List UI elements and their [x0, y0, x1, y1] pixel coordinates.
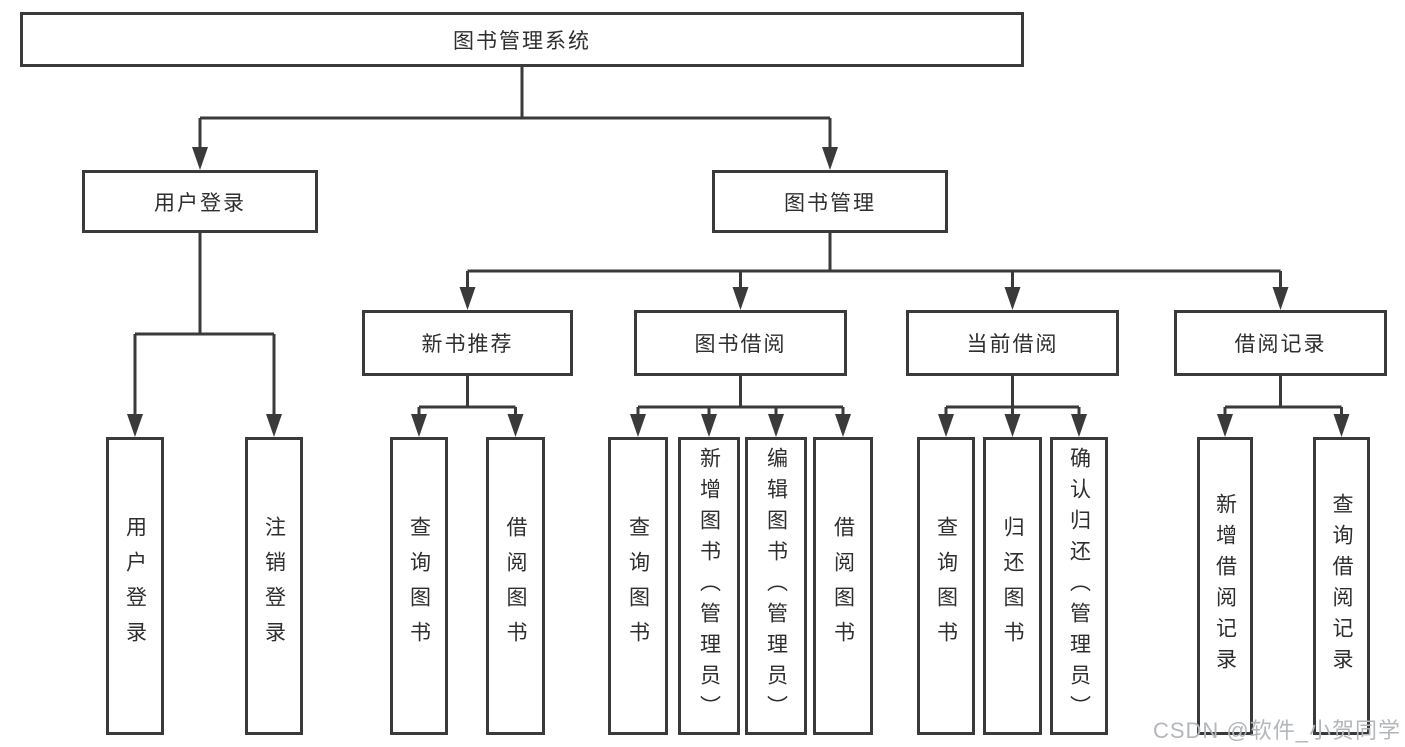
node-book-borrow-label: 图书借阅 — [694, 333, 787, 356]
connector-root-to-level2 — [198, 67, 832, 152]
leaf-borrow-borrow-books-label: 借阅图书 — [831, 516, 855, 656]
leaf-borrow-query-books: 查询图书 — [608, 437, 668, 735]
leaf-borrow-add-books-admin-label: 新增图书（管理员） — [697, 446, 721, 726]
leaf-borrow-edit-books-admin: 编辑图书（管理员） — [745, 437, 807, 735]
node-book-management: 图书管理 — [712, 170, 948, 233]
leaf-logout-login: 注销登录 — [245, 437, 303, 735]
leaf-record-query-borrow-record: 查询借阅记录 — [1313, 437, 1370, 735]
leaf-current-confirm-return-admin-label: 确认归还（管理员） — [1067, 446, 1091, 726]
node-book-management-label: 图书管理 — [784, 191, 876, 215]
node-current-borrow: 当前借阅 — [906, 310, 1119, 376]
connector-book-management-children — [466, 233, 1282, 292]
node-new-book-recommend: 新书推荐 — [362, 310, 573, 376]
node-user-login: 用户登录 — [82, 170, 318, 233]
leaf-borrow-borrow-books: 借阅图书 — [813, 437, 873, 735]
leaf-borrow-edit-books-admin-label: 编辑图书（管理员） — [764, 446, 788, 726]
connector-borrow-record-children — [1223, 376, 1343, 419]
leaf-current-confirm-return-admin: 确认归还（管理员） — [1050, 437, 1108, 735]
connector-book-borrow-children — [636, 376, 845, 419]
node-borrow-record-label: 借阅记录 — [1234, 333, 1327, 356]
leaf-recommend-query-books-label: 查询图书 — [407, 516, 431, 656]
leaf-borrow-add-books-admin: 新增图书（管理员） — [678, 437, 740, 735]
leaf-record-add-borrow-record: 新增借阅记录 — [1197, 437, 1253, 735]
node-current-borrow-label: 当前借阅 — [966, 333, 1059, 356]
leaf-user-login-label: 用户登录 — [123, 516, 147, 656]
node-borrow-record: 借阅记录 — [1174, 310, 1387, 376]
node-user-login-label: 用户登录 — [154, 191, 246, 215]
leaf-recommend-borrow-books: 借阅图书 — [486, 437, 545, 735]
leaf-current-query-books: 查询图书 — [917, 437, 975, 735]
leaf-recommend-borrow-books-label: 借阅图书 — [504, 516, 527, 656]
node-root-label: 图书管理系统 — [453, 29, 591, 53]
connector-current-borrow-children — [944, 376, 1081, 419]
connector-new-book-children — [417, 376, 517, 419]
leaf-record-query-borrow-record-label: 查询借阅记录 — [1330, 493, 1353, 679]
leaf-current-return-books-label: 归还图书 — [1001, 516, 1024, 656]
connector-user-login-children — [133, 233, 276, 419]
leaf-user-login: 用户登录 — [106, 437, 164, 735]
leaf-recommend-query-books: 查询图书 — [390, 437, 448, 735]
leaf-borrow-query-books-label: 查询图书 — [626, 516, 650, 656]
node-root: 图书管理系统 — [20, 12, 1024, 67]
leaf-current-return-books: 归还图书 — [983, 437, 1042, 735]
leaf-logout-login-label: 注销登录 — [262, 516, 286, 656]
node-new-book-recommend-label: 新书推荐 — [421, 333, 514, 356]
node-book-borrow: 图书借阅 — [634, 310, 847, 376]
leaf-record-add-borrow-record-label: 新增借阅记录 — [1213, 493, 1237, 679]
leaf-current-query-books-label: 查询图书 — [934, 516, 958, 656]
watermark-text: CSDN @软件_小贺同学 — [1152, 718, 1401, 743]
